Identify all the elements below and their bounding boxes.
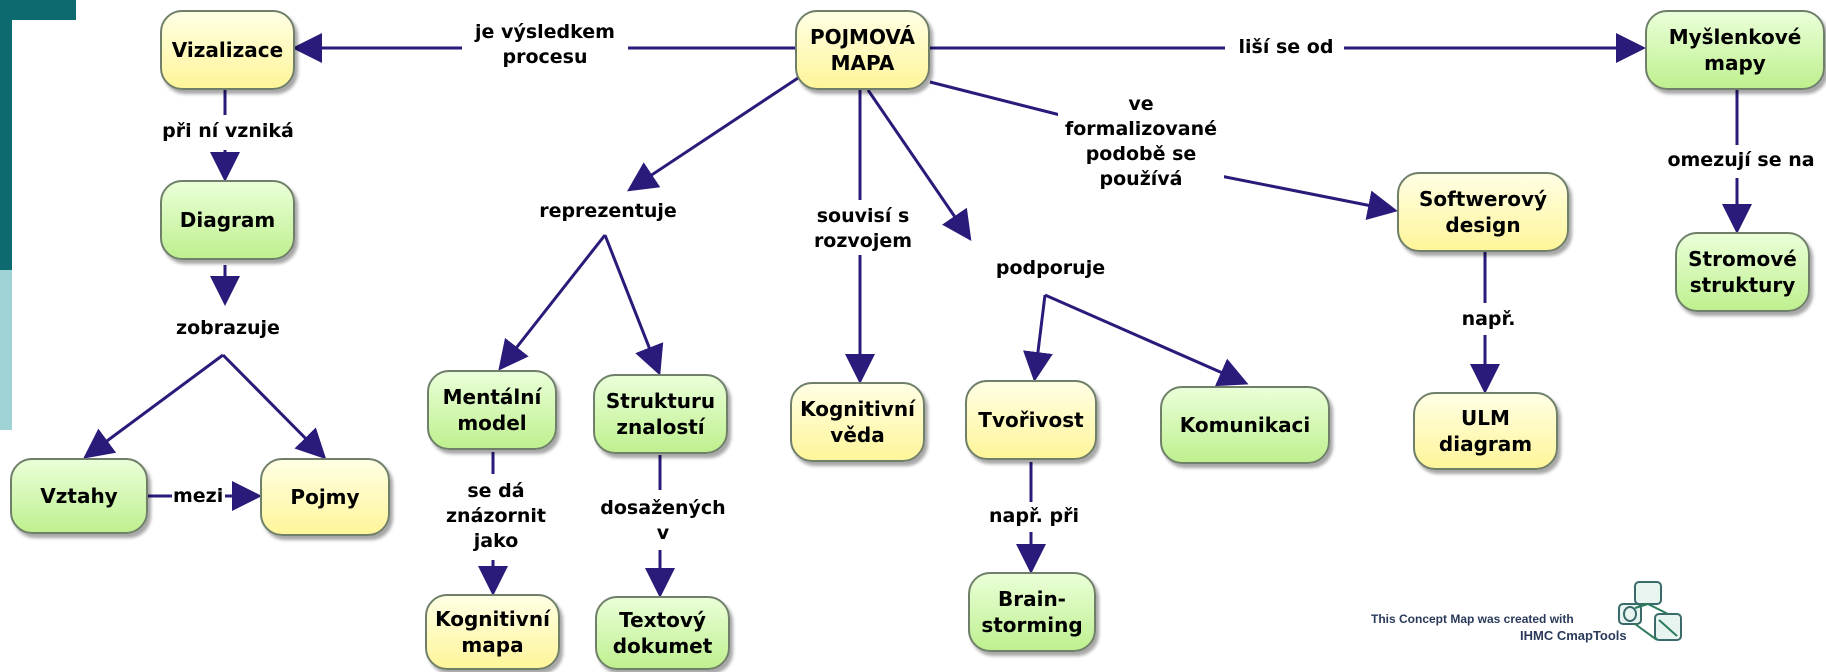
edge-label-podporuje-komunikaci (1044, 293, 1249, 387)
link-reprezentuje: reprezentuje (530, 199, 686, 224)
link-souvisi-s-rozvojem: souvisí s rozvojem (800, 204, 926, 254)
link-je-vysledkem-procesu: je výsledkem procesu (462, 20, 628, 70)
link-ve-formalizovane-podobe: ve formalizované podobě se používá (1058, 92, 1224, 192)
node-pojmy[interactable]: Pojmy (260, 458, 390, 536)
link-podporuje: podporuje (980, 256, 1121, 281)
link-napr: např. (1448, 307, 1529, 332)
edge-mapa-label-reprezentuje (626, 76, 799, 192)
node-tvorivost[interactable]: Tvořivost (965, 380, 1097, 460)
node-komunikaci[interactable]: Komunikaci (1160, 386, 1330, 464)
node-vztahy[interactable]: Vztahy (10, 458, 148, 534)
edge-mapa-label-podporuje (866, 89, 972, 241)
edge-mapa-label-formalizovane (929, 80, 1081, 122)
slide-edge-tab (12, 0, 76, 20)
node-myslenkove-mapy[interactable]: Myšlenkové mapy (1645, 10, 1825, 90)
cmaptools-credit: This Concept Map was created with IHMC C… (1365, 580, 1685, 650)
node-softwerovy-design[interactable]: Softwerový design (1397, 172, 1569, 252)
node-mentalni-model[interactable]: Mentální model (427, 370, 557, 450)
node-kognitivni-veda[interactable]: Kognitivní věda (790, 382, 925, 462)
slide-edge-bar (0, 0, 12, 270)
slide-edge-accent (0, 270, 12, 430)
node-brainstorming[interactable]: Brain- storming (968, 572, 1096, 652)
link-mezi: mezi (173, 484, 224, 509)
node-kognitivni-mapa[interactable]: Kognitivní mapa (425, 594, 560, 670)
edge-label-zobrazuje-vztahy (83, 353, 224, 459)
node-pojmova-mapa[interactable]: POJMOVÁ MAPA (795, 10, 930, 90)
node-ulm-diagram[interactable]: ULM diagram (1413, 392, 1558, 470)
node-strukturu-znalosti[interactable]: Strukturu znalostí (593, 374, 728, 454)
cmaptools-logo-icon (1618, 581, 1682, 641)
edge-label-podporuje-tvorivost (1023, 294, 1053, 382)
node-vizalizace[interactable]: Vizalizace (160, 10, 295, 90)
edge-label-reprezentuje-strukturu (603, 234, 664, 376)
link-se-da-znazornit-jako: se dá znázornit jako (432, 479, 560, 554)
link-zobrazuje: zobrazuje (160, 316, 296, 341)
node-diagram[interactable]: Diagram (160, 180, 295, 260)
link-dosazenych-v: dosažených v (590, 496, 736, 546)
node-textovy-dokumet[interactable]: Textový dokumet (595, 596, 730, 670)
link-napr-pri: např. při (970, 504, 1098, 529)
edge-label-reprezentuje-mentalni (498, 234, 607, 371)
node-stromove-struktury[interactable]: Stromové struktury (1675, 232, 1810, 312)
credit-line-1: This Concept Map was created with (1371, 612, 1574, 626)
link-lisi-se-od: liší se od (1228, 35, 1344, 60)
link-omezuji-se-na: omezují se na (1652, 148, 1826, 173)
credit-line-2: IHMC CmapTools (1520, 628, 1627, 643)
link-pri-ni-vznika: při ní vzniká (140, 119, 316, 144)
edge-label-zobrazuje-pojmy (221, 353, 327, 460)
